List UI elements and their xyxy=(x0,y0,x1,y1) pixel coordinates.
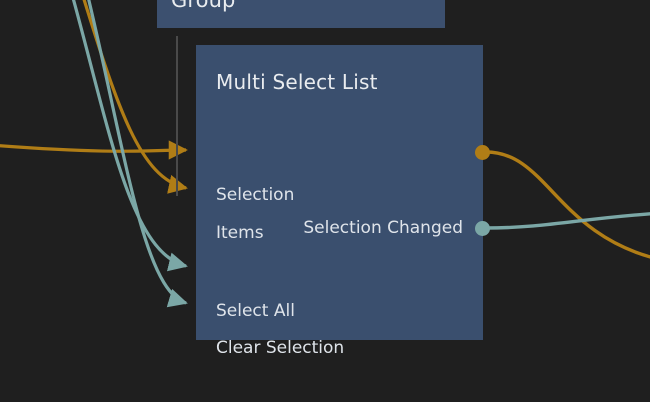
input-port-items[interactable]: Items xyxy=(216,223,264,243)
input-port-selection[interactable]: Selection xyxy=(216,185,295,205)
node-title: Multi Select List xyxy=(216,70,378,94)
wire-clear-selection-in xyxy=(87,0,188,308)
output-dot-selection[interactable] xyxy=(475,145,490,160)
wire-select-all-in xyxy=(71,0,188,272)
wire-selection-in xyxy=(0,140,188,160)
wire-items-in xyxy=(82,0,188,194)
group-node-header[interactable]: Group xyxy=(157,0,445,28)
wire-selection-out xyxy=(485,150,650,259)
output-dot-selection-changed[interactable] xyxy=(475,221,490,236)
node-multi-select-list[interactable]: Multi Select List Selection Items Select… xyxy=(196,45,490,358)
output-port-selection-changed[interactable]: Selection Changed xyxy=(303,218,463,238)
group-node-title: Group xyxy=(171,0,236,12)
input-port-clear-selection[interactable]: Clear Selection xyxy=(216,338,345,358)
input-port-select-all[interactable]: Select All xyxy=(216,301,295,321)
group-guide-line xyxy=(176,36,178,196)
wire-selection-changed-out xyxy=(485,212,650,230)
